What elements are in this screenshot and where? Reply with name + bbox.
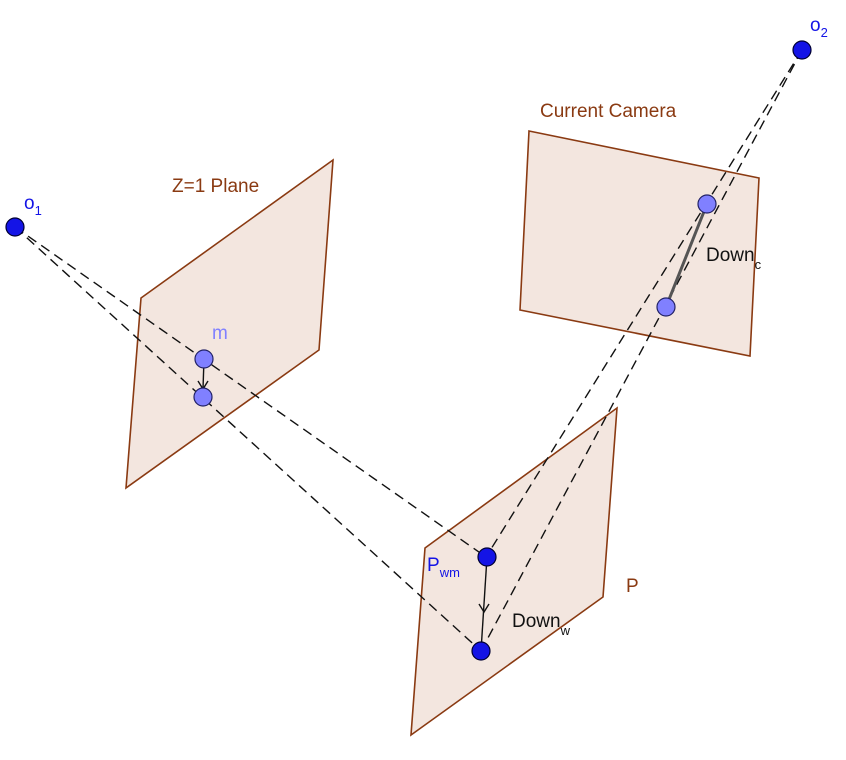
- o1-point: [5, 217, 25, 237]
- down-c-segment: [664, 203, 709, 308]
- down-w-arrow: [480, 556, 488, 652]
- current-camera-label: Current Camera: [540, 101, 677, 122]
- pwm-point: [477, 547, 497, 567]
- o2-label: o2: [810, 15, 828, 40]
- m-label: m: [212, 323, 228, 344]
- plane-p-label: P: [626, 576, 639, 597]
- ray-o2-to-bottom-point: [480, 49, 803, 652]
- down-c-top-point: [697, 194, 717, 214]
- plane-p: [410, 406, 618, 737]
- down-c-bottom-point: [656, 297, 676, 317]
- z1-plane-label: Z=1 Plane: [172, 176, 259, 197]
- down-w-label: Downw: [512, 611, 571, 638]
- z1-plane: [125, 158, 334, 490]
- down-w-arrow-head: [478, 603, 490, 614]
- o2-point: [792, 40, 812, 60]
- o1-label: o1: [24, 193, 42, 218]
- current-camera-plane: [519, 130, 760, 357]
- m-projected-point: [193, 387, 213, 407]
- ray-o1-to-bottom-point: [14, 226, 482, 652]
- m-point: [194, 349, 214, 369]
- down-c-label: Downc: [706, 245, 762, 272]
- ray-o2-to-pwm: [485, 49, 803, 558]
- down-w-end-point: [471, 641, 491, 661]
- pwm-label: Pwm: [427, 555, 460, 580]
